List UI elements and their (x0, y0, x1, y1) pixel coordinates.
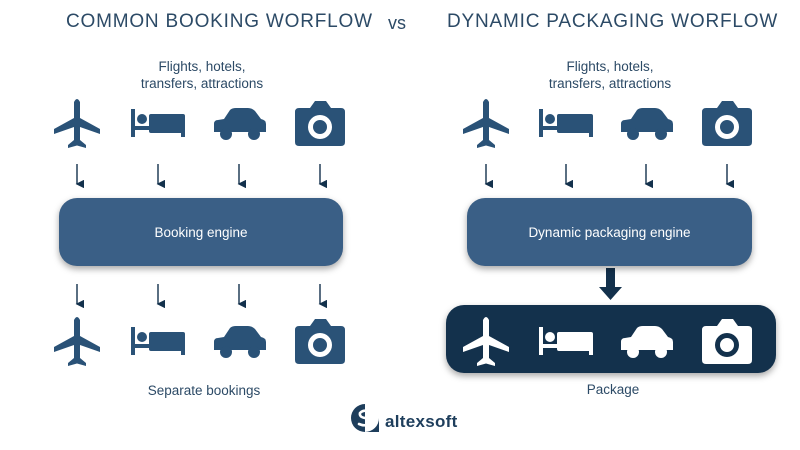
car-icon (619, 314, 673, 368)
booking-engine-box: Booking engine (59, 198, 343, 266)
package-label: Package (586, 382, 640, 397)
camera-icon (293, 314, 347, 368)
plane-icon (459, 314, 513, 368)
plane-icon (50, 314, 104, 368)
booking-engine-label: Booking engine (154, 224, 248, 240)
dynamic-packaging-engine-box: Dynamic packaging engine (467, 198, 752, 266)
left-heading: COMMON BOOKING WORFLOW (66, 11, 373, 32)
left-arrows (75, 164, 327, 309)
left-caption: Flights, hotels, transfers, attractions (112, 58, 292, 92)
right-arrows (484, 164, 734, 300)
left-caption-line2: transfers, attractions (140, 76, 264, 91)
altexsoft-logo-icon (351, 404, 379, 432)
right-caption-line2: transfers, attractions (548, 76, 672, 91)
left-caption-line1: Flights, hotels, (158, 59, 246, 74)
big-arrow-down (599, 268, 622, 300)
separate-bookings-label: Separate bookings (147, 383, 261, 398)
right-heading: DYNAMIC PACKAGING WORFLOW (447, 11, 779, 32)
dynamic-packaging-engine-label: Dynamic packaging engine (528, 224, 691, 240)
right-caption-line1: Flights, hotels, (566, 59, 654, 74)
car-icon (212, 314, 266, 368)
bed-icon (539, 314, 593, 368)
altexsoft-logo-text: altexsoft (385, 412, 458, 431)
bed-icon (131, 314, 185, 368)
vs-label: vs (388, 13, 406, 33)
right-caption: Flights, hotels, transfers, attractions (520, 58, 700, 92)
camera-icon (700, 314, 754, 368)
